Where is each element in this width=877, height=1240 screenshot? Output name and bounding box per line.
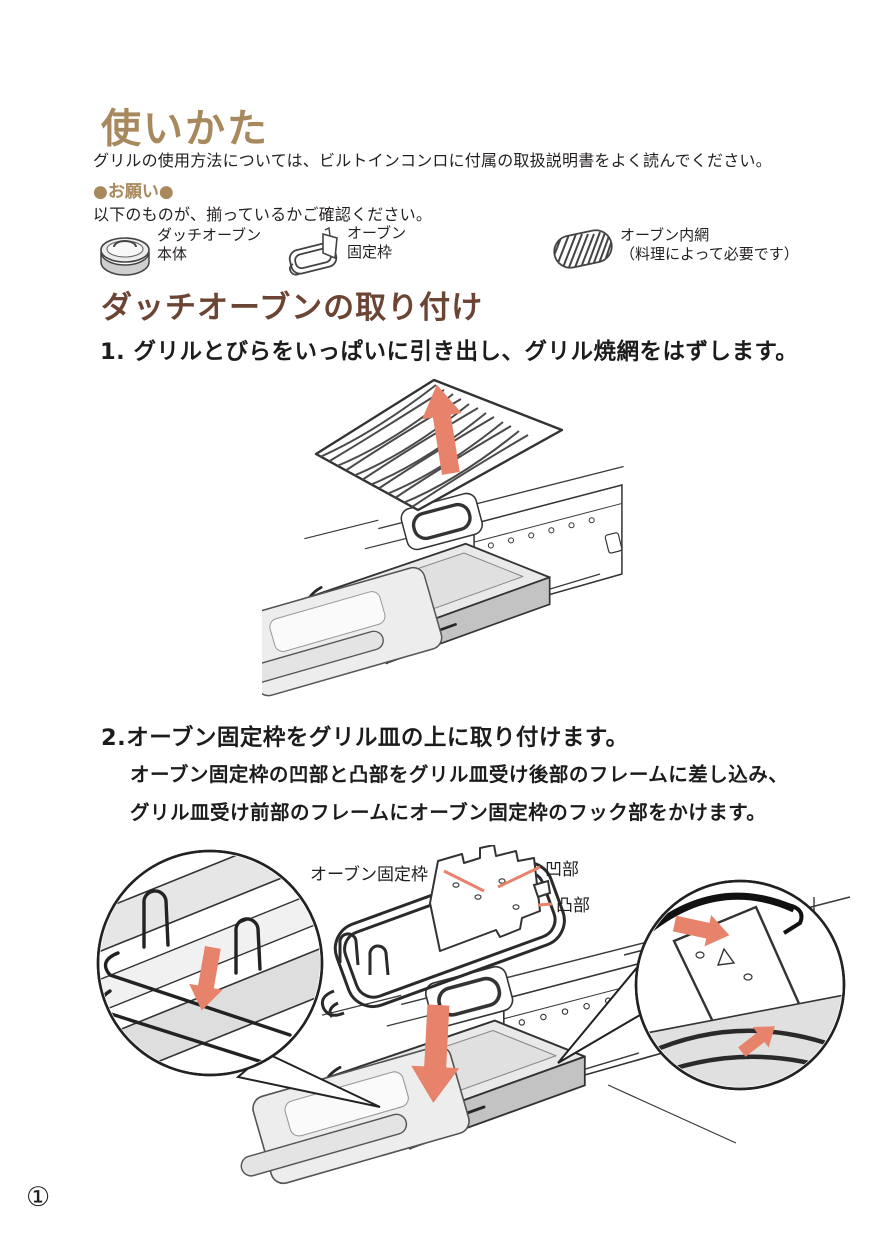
label-leader-lines [443,865,553,907]
oven-net-icon [551,227,615,271]
place-down-arrow-icon [411,1004,460,1103]
page-title: 使いかた [101,106,269,152]
left-detail-circle [96,849,324,1077]
hook-down-arrow-icon [189,946,223,1011]
step-2-detail: オーブン固定枠の凹部と凸部をグリル皿受け後部のフレームに差し込み、 グリル皿受け… [130,756,788,832]
part-dutch-oven: ダッチオーブン 本体 [97,226,261,276]
step-2-detail-line2: グリル皿受け前部のフレームにオーブン固定枠のフック部をかけます。 [130,801,767,824]
step-1-text: 1. グリルとびらをいっぱいに引き出し、グリル焼網をはずします。 [100,339,799,365]
label-convex-part: 凸部 [556,896,590,916]
intro-text: グリルの使用方法については、ビルトインコンロに付属の取扱説明書をよく読んでくださ… [93,151,772,170]
lift-up-arrow-icon [422,384,462,475]
part-oven-frame: オーブン 固定枠 [285,224,406,280]
check-text: 以下のものが、揃っているかご確認ください。 [93,205,433,224]
part-label: オーブン 固定枠 [347,224,407,261]
convex-tab-drawing [532,879,552,899]
step-2-detail-line1: オーブン固定枠の凹部と凸部をグリル皿受け後部のフレームに差し込み、 [130,763,789,786]
part-oven-net: オーブン内網 （料理によって必要です） [550,226,799,272]
insert-right-arrow-icon [672,915,730,947]
part-label: オーブン内網 （料理によって必要です） [620,226,799,263]
label-oven-fixing-frame: オーブン固定枠 [310,865,428,885]
hook-up-arrow-icon [738,1026,775,1057]
label-concave-part: 凹部 [545,860,579,880]
page-number: ① [26,1182,51,1213]
oven-frame-icon [288,226,338,276]
dutch-oven-icon [100,237,150,276]
figure-1-grill-net-removal [262,378,626,707]
step-2-text: 2.オーブン固定枠をグリル皿の上に取り付けます。 [101,725,629,751]
part-label: ダッチオーブン 本体 [157,226,262,263]
right-detail-circle [634,879,846,1091]
section-title: ダッチオーブンの取り付け [101,290,484,326]
request-label: ●お願い● [93,182,174,202]
figure-2-frame-mounting [96,845,851,1195]
